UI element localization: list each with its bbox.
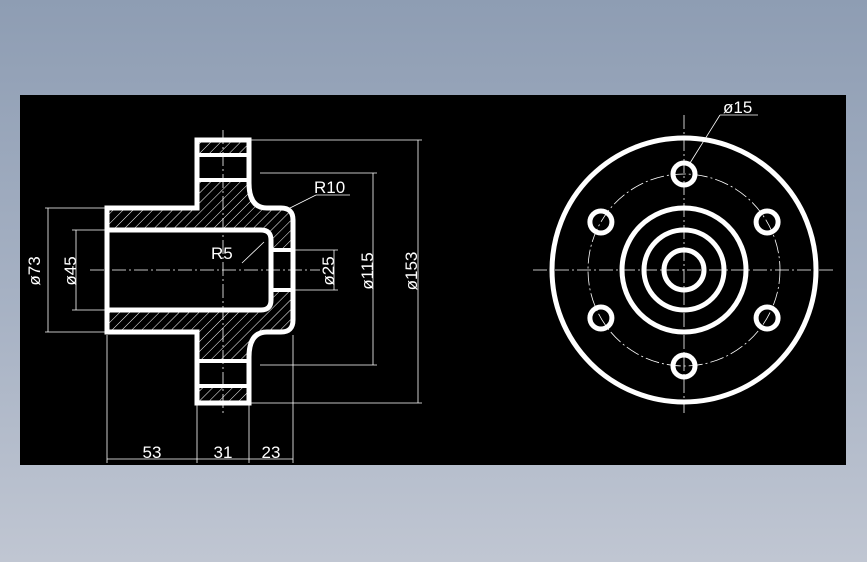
dim-length-53: 53 <box>143 443 162 462</box>
end-view-centerlines <box>533 115 836 413</box>
outer-flange-circle <box>549 135 819 405</box>
bolt-hole <box>670 160 698 188</box>
dim-dia-45: ø45 <box>61 256 80 285</box>
bolt-hole <box>670 352 698 380</box>
bolt-hole <box>587 208 615 236</box>
dim-radius-5: R5 <box>211 244 233 263</box>
dim-length-23: 23 <box>262 443 281 462</box>
end-view-circles <box>549 135 819 405</box>
dim-dia-115: ø115 <box>358 252 377 290</box>
dimension-lines <box>45 139 422 463</box>
bore-circle <box>661 247 707 293</box>
section-view: ø73 ø45 ø25 ø115 ø153 R10 R5 53 31 23 <box>25 130 422 463</box>
dim-radius-10: R10 <box>314 178 345 197</box>
dim-bolt-hole-15: ø15 <box>723 98 752 117</box>
outer-profile <box>104 137 296 406</box>
dim-dia-25: ø25 <box>319 256 338 285</box>
bolt-hole <box>753 208 781 236</box>
bolt-hole <box>587 304 615 332</box>
bolt-circle <box>587 173 781 367</box>
section-hatch <box>107 140 293 403</box>
end-view: ø15 <box>533 98 836 413</box>
cad-drawing-viewport[interactable]: ø73 ø45 ø25 ø115 ø153 R10 R5 53 31 23 ø1… <box>20 95 846 465</box>
dim-dia-153: ø153 <box>402 252 421 291</box>
cad-drawing: ø73 ø45 ø25 ø115 ø153 R10 R5 53 31 23 ø1… <box>25 98 836 463</box>
body-circle <box>641 227 727 313</box>
bolt-hole <box>753 304 781 332</box>
bore-lines <box>271 248 293 292</box>
dim-length-31: 31 <box>214 443 233 462</box>
bolt-holes <box>587 160 781 380</box>
section-centerlines <box>90 130 320 413</box>
hub-circle <box>619 205 749 335</box>
bolt-hole-leader <box>689 114 758 164</box>
center-bore <box>271 250 293 290</box>
dim-dia-73: ø73 <box>25 256 44 285</box>
